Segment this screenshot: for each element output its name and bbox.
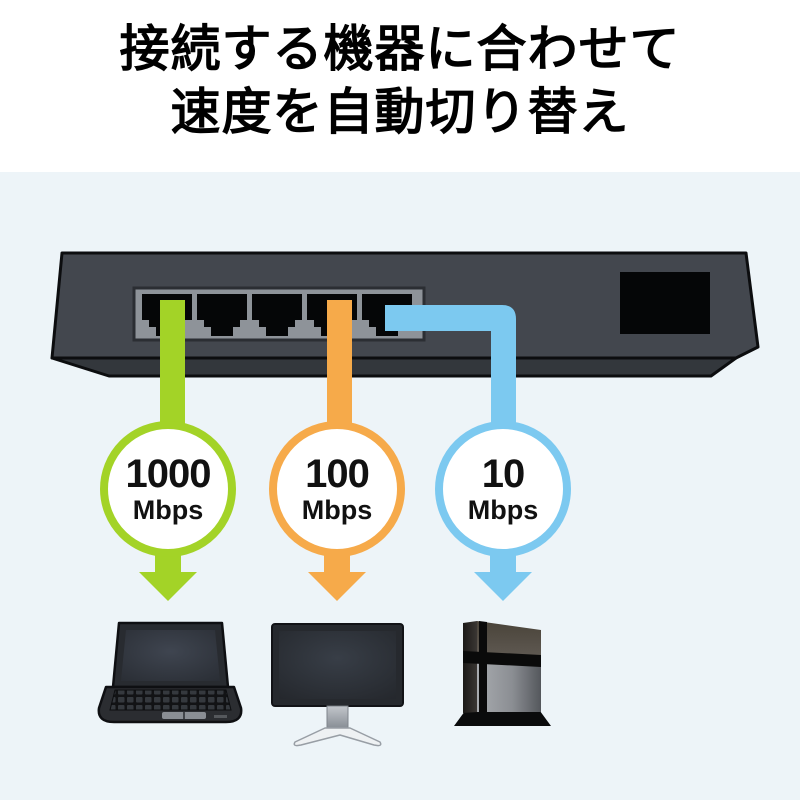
- cable-100mbps: [327, 300, 352, 438]
- laptop-icon: [97, 621, 243, 724]
- speed-circle-10: [435, 421, 571, 557]
- speed-unit: Mbps: [467, 495, 539, 525]
- cable-1000mbps: [160, 300, 185, 438]
- speed-unit: Mbps: [132, 495, 204, 525]
- switch-bottom-bevel: [50, 356, 738, 378]
- speed-unit: Mbps: [301, 495, 373, 525]
- power-port: [620, 272, 710, 334]
- speed-circle-1000: [100, 421, 236, 557]
- title-line-2: 速度を自動切り替え: [170, 84, 630, 140]
- speed-value: 100: [305, 452, 370, 496]
- rj45-port: [197, 294, 247, 336]
- speed-circle-100: [269, 421, 405, 557]
- speed-value: 1000: [125, 452, 212, 496]
- speed-badge-100mbps: 100 Mbps: [269, 424, 405, 554]
- speed-badge-10mbps: 10 Mbps: [435, 424, 571, 554]
- title-line-1: 接続する機器に合わせて: [119, 21, 681, 77]
- speed-value: 10: [481, 452, 525, 496]
- speed-badge-1000mbps: 1000 Mbps: [100, 424, 236, 554]
- page-title: 接続する機器に合わせて 速度を自動切り替え: [0, 18, 800, 144]
- game-console-icon: [454, 621, 551, 726]
- rj45-port: [252, 294, 302, 336]
- desktop-monitor-icon: [271, 623, 404, 747]
